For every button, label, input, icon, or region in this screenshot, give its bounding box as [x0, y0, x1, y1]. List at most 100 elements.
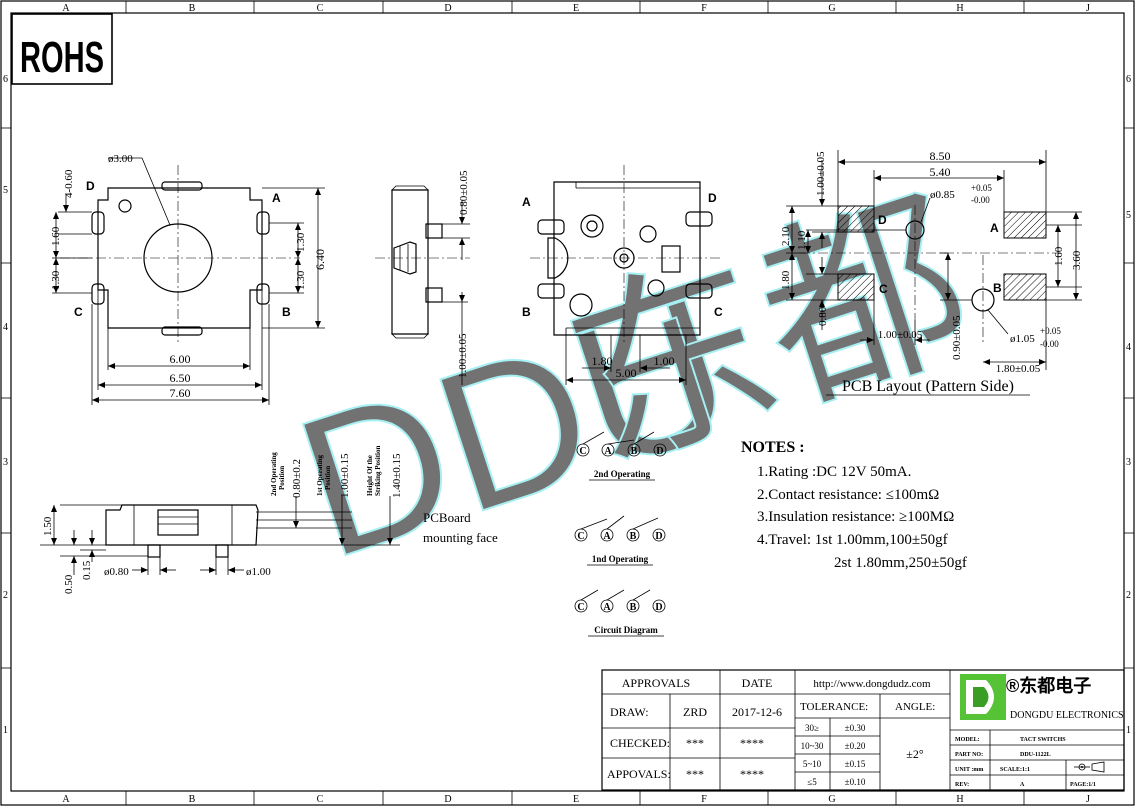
dim-side-0-80: 0.80±0.05 — [458, 170, 470, 215]
dim-front-pin-0-80: ø0.80 — [104, 566, 129, 578]
dim-pcb-hole-small-plus: +0.05 — [971, 183, 992, 193]
pcb-pin-c: C — [879, 282, 888, 296]
dim-pcb-1-00-bottom: 1.00±0.05 — [878, 329, 923, 341]
top-pin-d: D — [86, 179, 95, 193]
tol-value-2: ±0.20 — [845, 741, 866, 751]
row-1: 1 — [3, 725, 8, 736]
tb-tolerance: TOLERANCE: — [800, 701, 868, 713]
row-3: 3 — [3, 457, 8, 468]
dim-pcb-1-60: 1.60 — [1053, 246, 1065, 266]
dim-pcb-hole-small-minus: -0.00 — [971, 195, 990, 205]
circuit-1nd-node-b: B — [630, 531, 637, 542]
dim-front-0-50: 0.50 — [63, 574, 75, 594]
dim-front-1-00: 1.00±0.15 — [339, 453, 351, 498]
pcb-layout: D A C B 8.50 5.40 1.00±0.05 ø0.85 +0.05 … — [780, 149, 1083, 396]
circuit-1nd: C A B D 1nd Operating — [574, 515, 666, 566]
dim-pcb-0-80: 0.80 — [817, 306, 829, 326]
bottom-view: A D B C 1.80 1.00 5.00 — [522, 165, 723, 385]
side-view: 0.80±0.05 1.00±0.05 — [375, 170, 470, 385]
rohs-label: ROHS — [20, 33, 104, 82]
dim-top-1-30-left: 1.30 — [50, 270, 62, 290]
tb-appvals: APPOVALS: — [607, 767, 671, 781]
label-height-striking: Height Of the — [366, 455, 374, 496]
dim-pcb-hole-large-plus: +0.05 — [1040, 326, 1061, 336]
row-5: 5 — [3, 185, 8, 196]
col-j: J — [1086, 3, 1090, 14]
row-6: 6 — [3, 74, 8, 85]
notes-title: NOTES : — [741, 439, 805, 456]
row-4-right: 4 — [1126, 342, 1131, 353]
tb-angle-value: ±2° — [906, 747, 924, 761]
tol-range-3: 5~10 — [803, 759, 822, 769]
dim-pcb-1-10: 1.10 — [796, 230, 808, 250]
row-numbers: 6 5 4 3 2 1 6 5 4 3 2 1 — [3, 74, 1131, 736]
notes: NOTES : 1.Rating :DC 12V 50mA. 2.Contact… — [741, 439, 967, 571]
dim-top-7-60: 7.60 — [170, 386, 191, 400]
tb-model-value: TACT SWITCHS — [1020, 737, 1066, 743]
dim-pcb-2-10: 2.10 — [780, 226, 792, 246]
note-4b: 2st 1.80mm,250±50gf — [834, 555, 967, 571]
col-b: B — [189, 3, 196, 14]
tb-draw: DRAW: — [610, 705, 649, 719]
dim-front-pin-1-00: ø1.00 — [246, 566, 271, 578]
dim-front-1-50: 1.50 — [42, 516, 54, 536]
dim-pcb-1-80: 1.80 — [780, 270, 792, 290]
circuit-node-b: B — [630, 602, 637, 613]
title-block: APPROVALS DATE DRAW: ZRD 2017-12-6 CHECK… — [601, 669, 1125, 791]
tb-checked: CHECKED: — [610, 736, 670, 750]
tb-model-label: MODEL: — [955, 737, 980, 743]
circuit-2nd-node-a: A — [604, 446, 612, 457]
row-2-right: 2 — [1126, 590, 1131, 601]
top-view: ø3.00 D A C B 4-0.60 1.60 1.30 1.30 1.30… — [50, 153, 327, 405]
col-a-bottom: A — [62, 794, 70, 805]
label-2nd-position: Position — [278, 466, 286, 490]
dim-front-0-80: 0.80±0.2 — [291, 459, 303, 498]
bottom-pin-a: A — [522, 195, 531, 209]
pcb-pin-b: B — [993, 281, 1002, 295]
circuit-node-c: C — [577, 602, 584, 613]
note-2: 2.Contact resistance: ≤100mΩ — [757, 487, 939, 503]
col-g: G — [828, 3, 835, 14]
tb-appvals-date: **** — [740, 767, 764, 781]
pcboard-mounting-label: mounting face — [423, 530, 498, 545]
col-h: H — [956, 3, 963, 14]
tb-page-label: PAGE:1/1 — [1070, 782, 1096, 788]
top-pin-c: C — [74, 305, 83, 319]
pcb-pin-d: D — [878, 213, 887, 227]
tol-range-2: 10~30 — [801, 741, 824, 751]
bottom-pin-b: B — [522, 305, 531, 319]
dim-pcb-hole-large-minus: -0.00 — [1040, 339, 1059, 349]
dim-top-1-60: 1.60 — [50, 226, 62, 246]
col-e: E — [573, 3, 579, 14]
note-1: 1.Rating :DC 12V 50mA. — [757, 464, 911, 480]
dim-bottom-5-00: 5.00 — [616, 366, 637, 380]
row-4: 4 — [3, 322, 8, 333]
row-6-right: 6 — [1126, 74, 1131, 85]
tb-unit-label: UNIT :mm — [955, 767, 983, 773]
circuit-node-a: A — [603, 602, 611, 613]
rohs-mark: ROHS — [11, 13, 113, 85]
tb-partno-value: DDU-1122L — [1020, 752, 1051, 758]
tb-rev-value: A — [1020, 782, 1025, 788]
dim-bottom-1-00: 1.00 — [654, 354, 675, 368]
dim-front-1-40: 1.40±0.15 — [391, 453, 403, 498]
projection-symbol-icon — [1074, 761, 1105, 773]
col-a: A — [62, 3, 70, 14]
circuit-1nd-node-d: D — [655, 531, 662, 542]
tb-checked-by: *** — [686, 736, 704, 750]
column-letters: A B C D E F G H J A B C D E F G H J — [62, 3, 1090, 805]
dim-bottom-1-80: 1.80 — [592, 354, 613, 368]
dim-pcb-3-60: 3.60 — [1071, 250, 1083, 270]
circuit-2nd-node-d: D — [656, 446, 663, 457]
circuit-1nd-node-c: C — [577, 531, 584, 542]
tb-scale-label: SCALE:1:1 — [1000, 767, 1030, 773]
dim-top-1-30-right-lower: 1.30 — [295, 270, 307, 290]
dim-pcb-hole-large: ø1.05 — [1010, 333, 1035, 345]
col-d: D — [444, 3, 451, 14]
circuit-diagram: C A B D Circuit Diagram — [574, 589, 666, 637]
pcb-pin-a: A — [990, 221, 999, 235]
tol-value-3: ±0.15 — [845, 759, 866, 769]
dim-pin-width: 4-0.60 — [63, 169, 75, 198]
